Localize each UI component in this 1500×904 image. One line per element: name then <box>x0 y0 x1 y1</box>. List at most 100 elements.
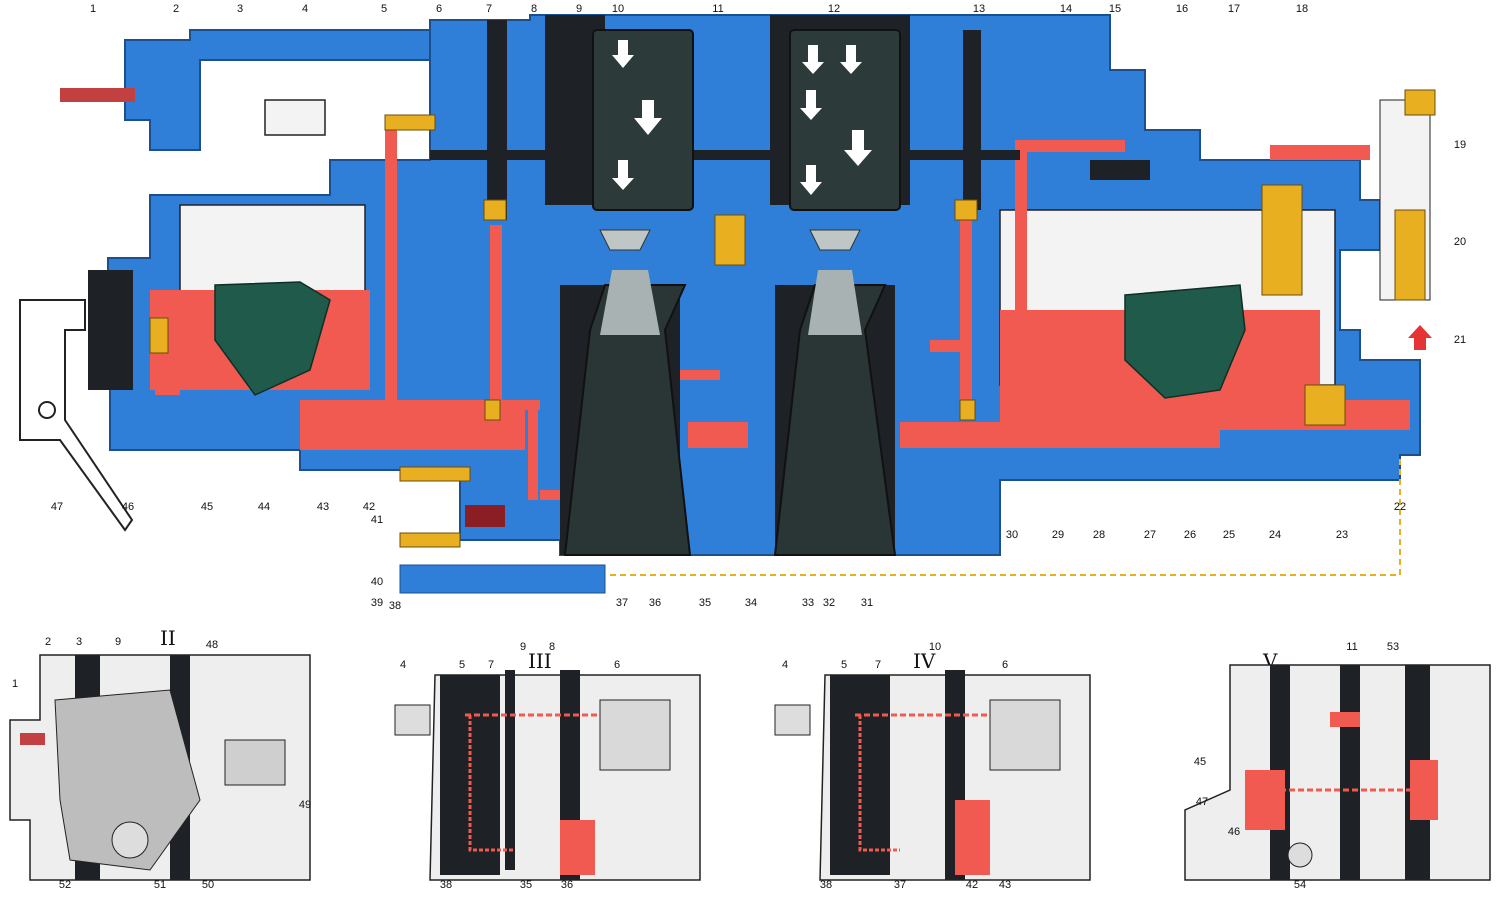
section-ii-labels: 1 2 3 9 48 49 52 51 50 <box>12 636 311 891</box>
section-iv-title: IV <box>913 649 936 673</box>
idle-adjust-screw <box>465 505 505 527</box>
section-ii-title: II <box>160 626 176 650</box>
section-v-label-45: 45 <box>1194 756 1206 768</box>
callout-29: 29 <box>1052 529 1064 541</box>
section-iii-label-6: 6 <box>614 659 620 671</box>
callout-39: 39 <box>371 597 383 609</box>
callout-22: 22 <box>1394 501 1406 513</box>
section-ii-label-52: 52 <box>59 879 71 891</box>
section-iii-label-5: 5 <box>459 659 465 671</box>
callout-34: 34 <box>745 597 757 609</box>
section-iii-label-4: 4 <box>400 659 406 671</box>
callout-46: 46 <box>122 501 134 513</box>
section-iii-label-35: 35 <box>520 879 532 891</box>
callout-35: 35 <box>699 597 711 609</box>
air-flow-arrows <box>612 40 872 195</box>
callout-19: 19 <box>1454 139 1466 151</box>
callout-41: 41 <box>371 514 383 526</box>
callout-47: 47 <box>51 501 63 513</box>
section-ii-label-2: 2 <box>45 636 51 648</box>
section-iv-label-43: 43 <box>999 879 1011 891</box>
callout-26: 26 <box>1184 529 1196 541</box>
callout-5: 5 <box>381 3 387 15</box>
section-v-label-47: 47 <box>1196 796 1208 808</box>
secondary-barrel <box>773 29 901 556</box>
callout-23: 23 <box>1336 529 1348 541</box>
callout-36: 36 <box>649 597 661 609</box>
callout-11: 11 <box>712 3 723 15</box>
section-iii-label-8: 8 <box>549 641 555 653</box>
callout-43: 43 <box>317 501 329 513</box>
section-iii: III <box>394 649 701 881</box>
callout-2: 2 <box>173 3 179 15</box>
callout-3: 3 <box>237 3 243 15</box>
callout-42: 42 <box>363 501 375 513</box>
float-right <box>1124 284 1246 399</box>
jets <box>149 114 1426 548</box>
section-iii-labels: 4 5 7 9 8 6 38 35 36 <box>400 641 620 891</box>
section-iv-label-38: 38 <box>820 879 832 891</box>
section-iv-label-10: 10 <box>929 641 941 653</box>
callout-16: 16 <box>1176 3 1188 15</box>
section-ii-label-3: 3 <box>76 636 82 648</box>
solenoid-valve <box>264 99 326 136</box>
callout-18: 18 <box>1296 3 1308 15</box>
section-ii-label-50: 50 <box>202 879 214 891</box>
section-iv-label-37: 37 <box>894 879 906 891</box>
fuel-inlet-arrow <box>1408 325 1432 350</box>
section-v-label-53: 53 <box>1387 641 1399 653</box>
callout-10: 10 <box>612 3 624 15</box>
section-ii-label-49: 49 <box>299 799 311 811</box>
inlet-fitting <box>1404 89 1436 116</box>
section-iii-title: III <box>528 649 552 673</box>
callout-25: 25 <box>1223 529 1235 541</box>
callout-32: 32 <box>823 597 835 609</box>
callout-7: 7 <box>486 3 492 15</box>
section-iii-label-38: 38 <box>440 879 452 891</box>
callout-4: 4 <box>302 3 308 15</box>
vacuum-tube <box>399 564 606 594</box>
section-iv-label-5: 5 <box>841 659 847 671</box>
callout-21: 21 <box>1454 334 1466 346</box>
section-iv-label-7: 7 <box>875 659 881 671</box>
section-ii-label-51: 51 <box>154 879 166 891</box>
idle-mixture-housing <box>124 29 431 151</box>
accelerator-pump-left <box>88 270 133 390</box>
callout-9: 9 <box>576 3 582 15</box>
section-iv-label-6: 6 <box>1002 659 1008 671</box>
section-iii-label-7: 7 <box>488 659 494 671</box>
callout-38: 38 <box>389 600 401 612</box>
section-ii-label-48: 48 <box>206 639 218 651</box>
callout-15: 15 <box>1109 3 1121 15</box>
section-iv: IV <box>774 649 1091 881</box>
throttle-lever <box>19 299 134 532</box>
section-iv-label-4: 4 <box>782 659 788 671</box>
section-ii-label-9: 9 <box>115 636 121 648</box>
callout-37: 37 <box>616 597 628 609</box>
choke-screw <box>60 88 135 102</box>
lever-pivot <box>38 401 56 419</box>
section-ii: II <box>9 626 311 881</box>
section-iii-label-9: 9 <box>520 641 526 653</box>
section-v: V <box>1184 649 1491 881</box>
callout-24: 24 <box>1269 529 1281 541</box>
callout-13: 13 <box>973 3 985 15</box>
callout-30: 30 <box>1006 529 1018 541</box>
float-left <box>214 281 331 396</box>
section-v-label-46: 46 <box>1228 826 1240 838</box>
section-iv-labels: 4 5 7 10 6 38 37 42 43 <box>782 641 1011 891</box>
callout-27: 27 <box>1144 529 1156 541</box>
callout-33: 33 <box>802 597 814 609</box>
vacuum-line <box>610 455 1401 576</box>
callout-20: 20 <box>1454 236 1466 248</box>
section-iii-label-36: 36 <box>561 879 573 891</box>
section-v-label-54: 54 <box>1294 879 1306 891</box>
callout-8: 8 <box>531 3 537 15</box>
section-iv-label-42: 42 <box>966 879 978 891</box>
callout-1: 1 <box>90 3 96 15</box>
section-ii-label-1: 1 <box>12 678 18 690</box>
